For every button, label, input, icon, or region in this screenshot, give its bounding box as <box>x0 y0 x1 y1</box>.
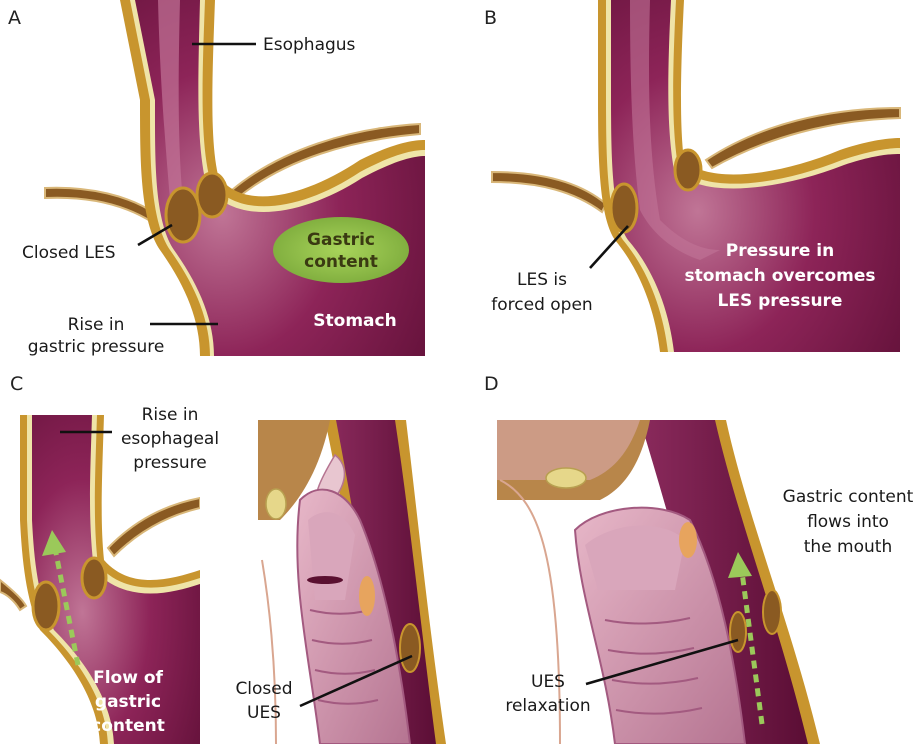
les-c-left <box>33 582 59 630</box>
label-gastric-mouth-1: Gastric content <box>783 487 914 507</box>
les-left <box>166 188 200 242</box>
label-flow-3: content <box>91 716 165 736</box>
les-b-left <box>611 184 637 232</box>
diaphragm-c-right <box>108 498 200 556</box>
panel-letter-b: B <box>484 7 497 29</box>
ues-d-right <box>763 590 781 634</box>
label-stomach: Stomach <box>313 311 396 331</box>
gastric-content-blob <box>273 217 409 283</box>
diaphragm-left <box>45 188 156 222</box>
label-closed-les: Closed LES <box>22 243 116 263</box>
label-pressure-3: LES pressure <box>718 291 843 311</box>
label-rise-gastric-1: Rise in <box>68 315 125 335</box>
panel-letter-d: D <box>484 373 499 395</box>
label-rise-gastric-2: gastric pressure <box>28 337 165 357</box>
panel-c: C Rise in esophageal pressure Flow of ga… <box>0 373 219 744</box>
label-flow-1: Flow of <box>93 668 163 688</box>
label-closed-ues-1: Closed <box>235 679 292 699</box>
ues-d-left <box>730 612 746 652</box>
label-flow-2: gastric <box>95 692 161 712</box>
label-pressure-1: Pressure in <box>726 241 834 261</box>
label-esophagus: Esophagus <box>263 35 356 55</box>
label-gastric-mouth-2: flows into <box>807 512 889 532</box>
label-closed-ues-2: UES <box>247 703 281 723</box>
panel-d: D UES relaxation Gastric content flows i… <box>484 373 914 744</box>
diaphragm-c-left <box>0 580 26 610</box>
les-c-right <box>82 558 106 598</box>
les-b-right <box>675 150 701 190</box>
ues-c <box>400 624 420 672</box>
label-rise-esoph-2: esophageal <box>121 429 219 449</box>
label-les-forced-1: LES is <box>517 270 567 290</box>
panel-letter-a: A <box>8 7 21 29</box>
diaphragm-left-b <box>492 172 606 212</box>
label-les-forced-2: forced open <box>491 295 592 315</box>
panel-letter-c: C <box>10 373 23 395</box>
label-ues-relax-2: relaxation <box>505 696 590 716</box>
label-rise-esoph-1: Rise in <box>142 405 199 425</box>
les-right <box>197 173 227 217</box>
hyoid-c <box>266 489 286 519</box>
label-gastric-mouth-3: the mouth <box>804 537 892 557</box>
label-gastric-content-1: Gastric <box>307 230 375 250</box>
label-gastric-content-2: content <box>304 252 378 272</box>
label-ues-relax-1: UES <box>531 672 565 692</box>
panel-a: A Esophagus Closed LES Gastric content R… <box>8 0 425 357</box>
label-pressure-2: stomach overcomes <box>684 266 875 286</box>
panel-b: B LES is forced open Pressure in stomach… <box>484 0 900 352</box>
label-rise-esoph-3: pressure <box>133 453 206 473</box>
hyoid-d <box>546 468 586 488</box>
